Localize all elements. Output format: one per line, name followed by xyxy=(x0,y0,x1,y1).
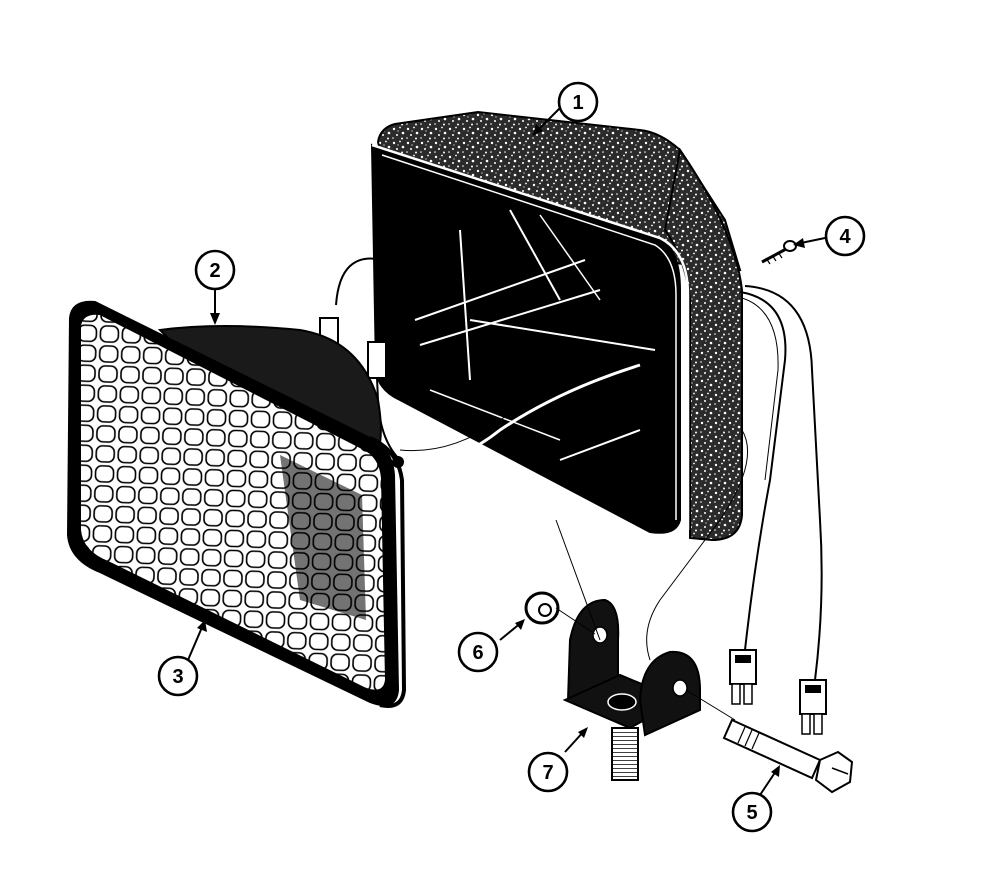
callout-circle-6 xyxy=(457,631,499,673)
connector-left xyxy=(729,649,757,705)
callout-3: 3 xyxy=(157,655,199,697)
callout-circle-7 xyxy=(527,751,569,793)
bolt xyxy=(722,718,854,794)
callout-5: 5 xyxy=(731,791,773,833)
callout-label-3: 3 xyxy=(172,666,183,688)
callout-circle-2 xyxy=(194,249,236,291)
callout-4: 4 xyxy=(824,215,866,257)
callout-circle-5 xyxy=(731,791,773,833)
lamp-lens xyxy=(66,300,407,708)
callout-circle-3 xyxy=(157,655,199,697)
callout-label-7: 7 xyxy=(542,762,553,784)
housing xyxy=(370,110,743,542)
callout-leaders xyxy=(187,107,826,796)
callout-markers: 1 2 3 4 5 6 7 xyxy=(157,81,866,833)
mounting-bracket xyxy=(562,598,701,781)
callout-label-2: 2 xyxy=(209,260,220,282)
harness-wires xyxy=(739,285,823,681)
callout-7: 7 xyxy=(527,751,569,793)
callout-label-5: 5 xyxy=(746,802,757,824)
callout-label-1: 1 xyxy=(572,92,583,114)
callout-6: 6 xyxy=(457,631,499,673)
connector-right xyxy=(799,679,827,735)
callout-2: 2 xyxy=(194,249,236,291)
callout-circle-1 xyxy=(557,81,599,123)
callout-circle-4 xyxy=(824,215,866,257)
callout-label-6: 6 xyxy=(472,642,483,664)
callout-1: 1 xyxy=(557,81,599,123)
alignment-lines xyxy=(555,429,749,721)
washer xyxy=(524,591,560,625)
screw xyxy=(761,240,797,265)
callout-label-4: 4 xyxy=(839,226,851,248)
